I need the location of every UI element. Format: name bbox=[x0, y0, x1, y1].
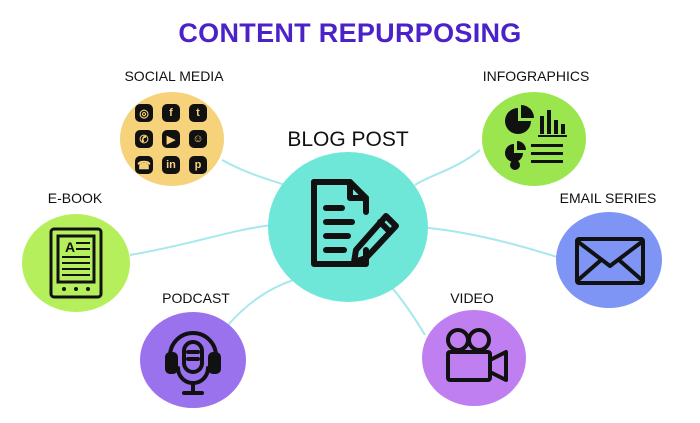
ereader-icon: A bbox=[49, 227, 103, 299]
node-label-e-book: E-BOOK bbox=[47, 190, 103, 206]
connector-e-book bbox=[129, 224, 273, 256]
connector-infographics bbox=[414, 149, 481, 186]
node-label-podcast: PODCAST bbox=[162, 290, 230, 306]
ereader-letter: A bbox=[65, 239, 75, 255]
center-label: BLOG POST bbox=[287, 128, 409, 151]
node-label-infographics: INFOGRAPHICS bbox=[482, 68, 590, 84]
blog-post-node bbox=[268, 152, 428, 302]
connector-podcast bbox=[227, 277, 301, 326]
facebook-icon: f bbox=[162, 104, 180, 122]
infographics-node bbox=[482, 92, 586, 186]
node-label-email-series: EMAIL SERIES bbox=[559, 190, 657, 206]
video-camera-icon bbox=[446, 328, 508, 382]
instagram-icon: ◎ bbox=[135, 104, 153, 122]
node-label-video: VIDEO bbox=[450, 290, 494, 306]
connector-email-series bbox=[427, 227, 561, 259]
twitter-icon: t bbox=[189, 104, 207, 122]
page-title: CONTENT REPURPOSING bbox=[178, 18, 522, 48]
pinterest-icon: p bbox=[189, 156, 207, 174]
video-node bbox=[422, 310, 526, 406]
headphones-microphone-icon bbox=[165, 331, 221, 395]
node-label-social-media: SOCIAL MEDIA bbox=[124, 68, 224, 84]
charts-icon bbox=[505, 105, 567, 170]
phone-icon: ☎ bbox=[135, 156, 153, 174]
envelope-icon bbox=[575, 237, 645, 285]
linkedin-icon: in bbox=[162, 156, 180, 174]
snapchat-icon: ☺ bbox=[189, 130, 207, 148]
whatsapp-icon: ✆ bbox=[135, 130, 153, 148]
document-pencil-icon bbox=[311, 179, 399, 267]
connector-social-media bbox=[221, 159, 286, 186]
youtube-icon: ▶ bbox=[162, 130, 180, 148]
